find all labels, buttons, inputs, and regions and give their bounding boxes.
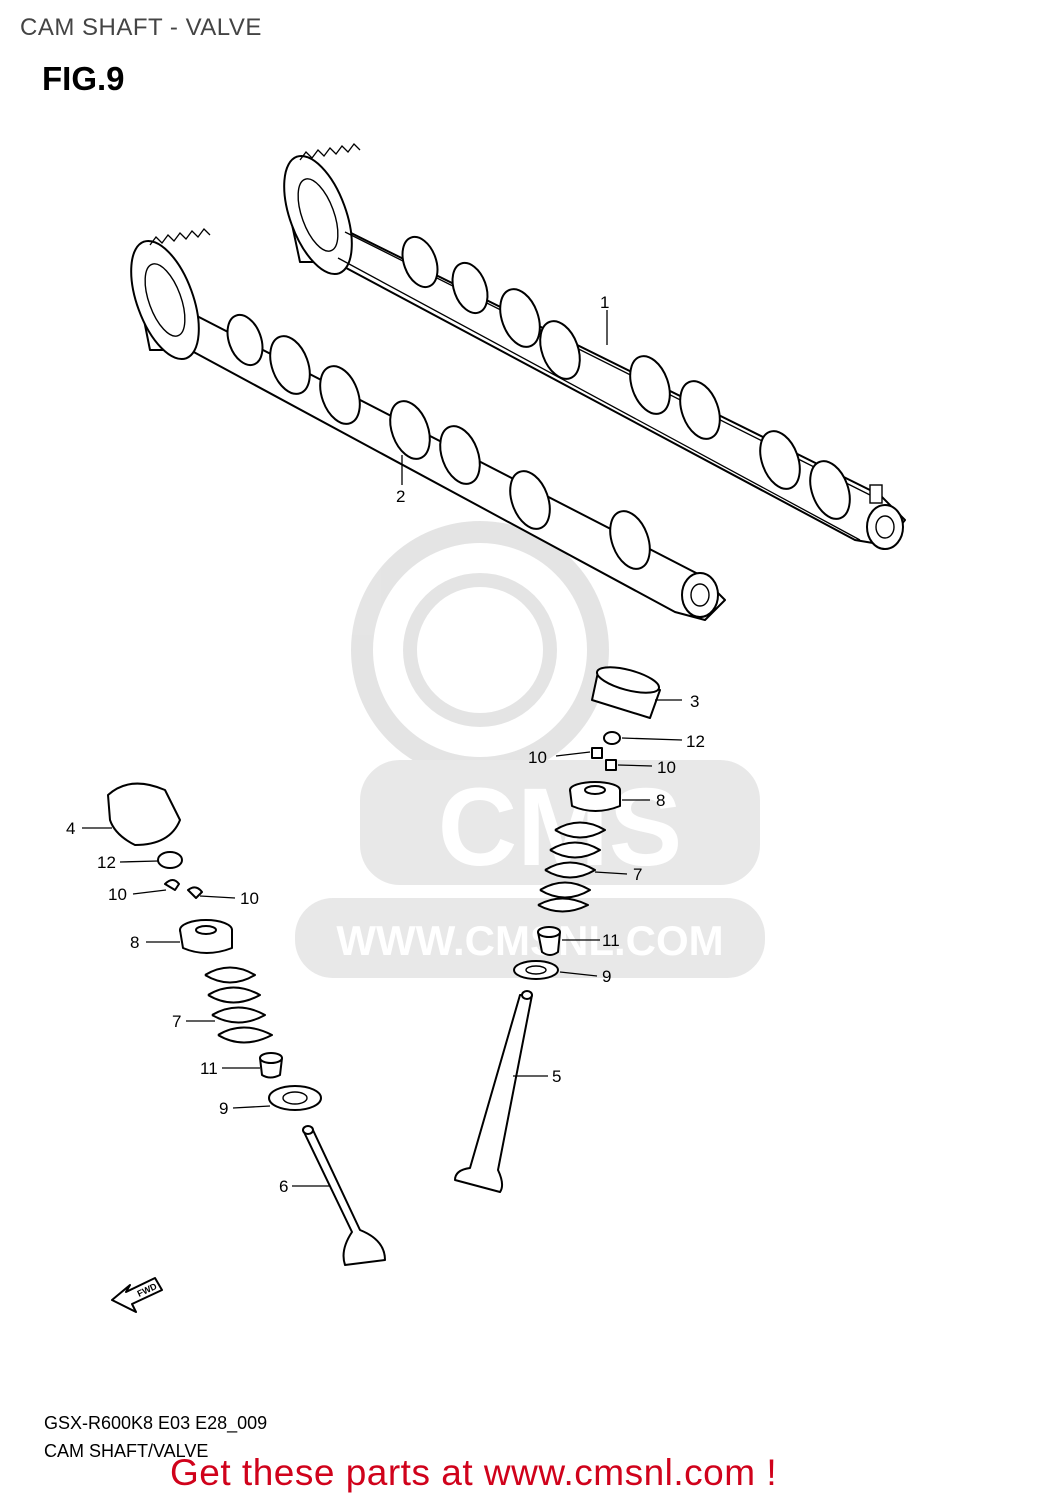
callout-retainer-right: 8	[656, 791, 665, 810]
callout-shim-right: 12	[686, 732, 705, 751]
promo-link[interactable]: Get these parts at www.cmsnl.com !	[170, 1452, 778, 1493]
fwd-arrow-icon: FWD	[111, 1277, 163, 1313]
callout-cotter-left-b: 10	[240, 889, 259, 908]
callout-cotter-left-a: 10	[108, 885, 127, 904]
callout-seat-left: 9	[219, 1099, 228, 1118]
callout-camshaft-2: 2	[396, 487, 405, 506]
callout-shim-left: 12	[97, 853, 116, 872]
callout-seal-right: 11	[602, 931, 620, 950]
page-title: CAM SHAFT - VALVE	[20, 14, 262, 41]
callout-camshaft-1: 1	[600, 293, 609, 312]
diagram-caption: CAM SHAFT/VALVE	[44, 1441, 209, 1461]
callout-spring-right: 7	[633, 865, 642, 884]
callout-valve-5: 5	[552, 1067, 561, 1086]
callout-retainer-left: 8	[130, 933, 139, 952]
model-code: GSX-R600K8 E03 E28_009	[44, 1413, 268, 1433]
callout-labels: 1 2 3 12 10 10 8 7 11 9 5 4 12 10 10 8 7…	[66, 293, 705, 1196]
right-valve-assembly	[454, 666, 661, 1193]
camshaft-1	[283, 143, 906, 550]
callout-tappet-left: 4	[66, 819, 75, 838]
left-valve-assembly	[107, 782, 386, 1266]
callout-cotter-right-a: 10	[528, 748, 547, 767]
callout-valve-6: 6	[279, 1177, 288, 1196]
leader-lines	[82, 310, 683, 1187]
watermark-logo: CMS WWW.CMSNL.COM	[295, 521, 765, 978]
callout-seat-right: 9	[602, 967, 611, 986]
camshaft-2	[130, 228, 726, 621]
figure-label: FIG.9	[42, 60, 125, 97]
watermark-url: WWW.CMSNL.COM	[336, 917, 723, 964]
callout-tappet-right: 3	[690, 692, 699, 711]
callout-spring-left: 7	[172, 1012, 181, 1031]
callout-cotter-right-b: 10	[657, 758, 676, 777]
callout-seal-left: 11	[200, 1059, 218, 1078]
